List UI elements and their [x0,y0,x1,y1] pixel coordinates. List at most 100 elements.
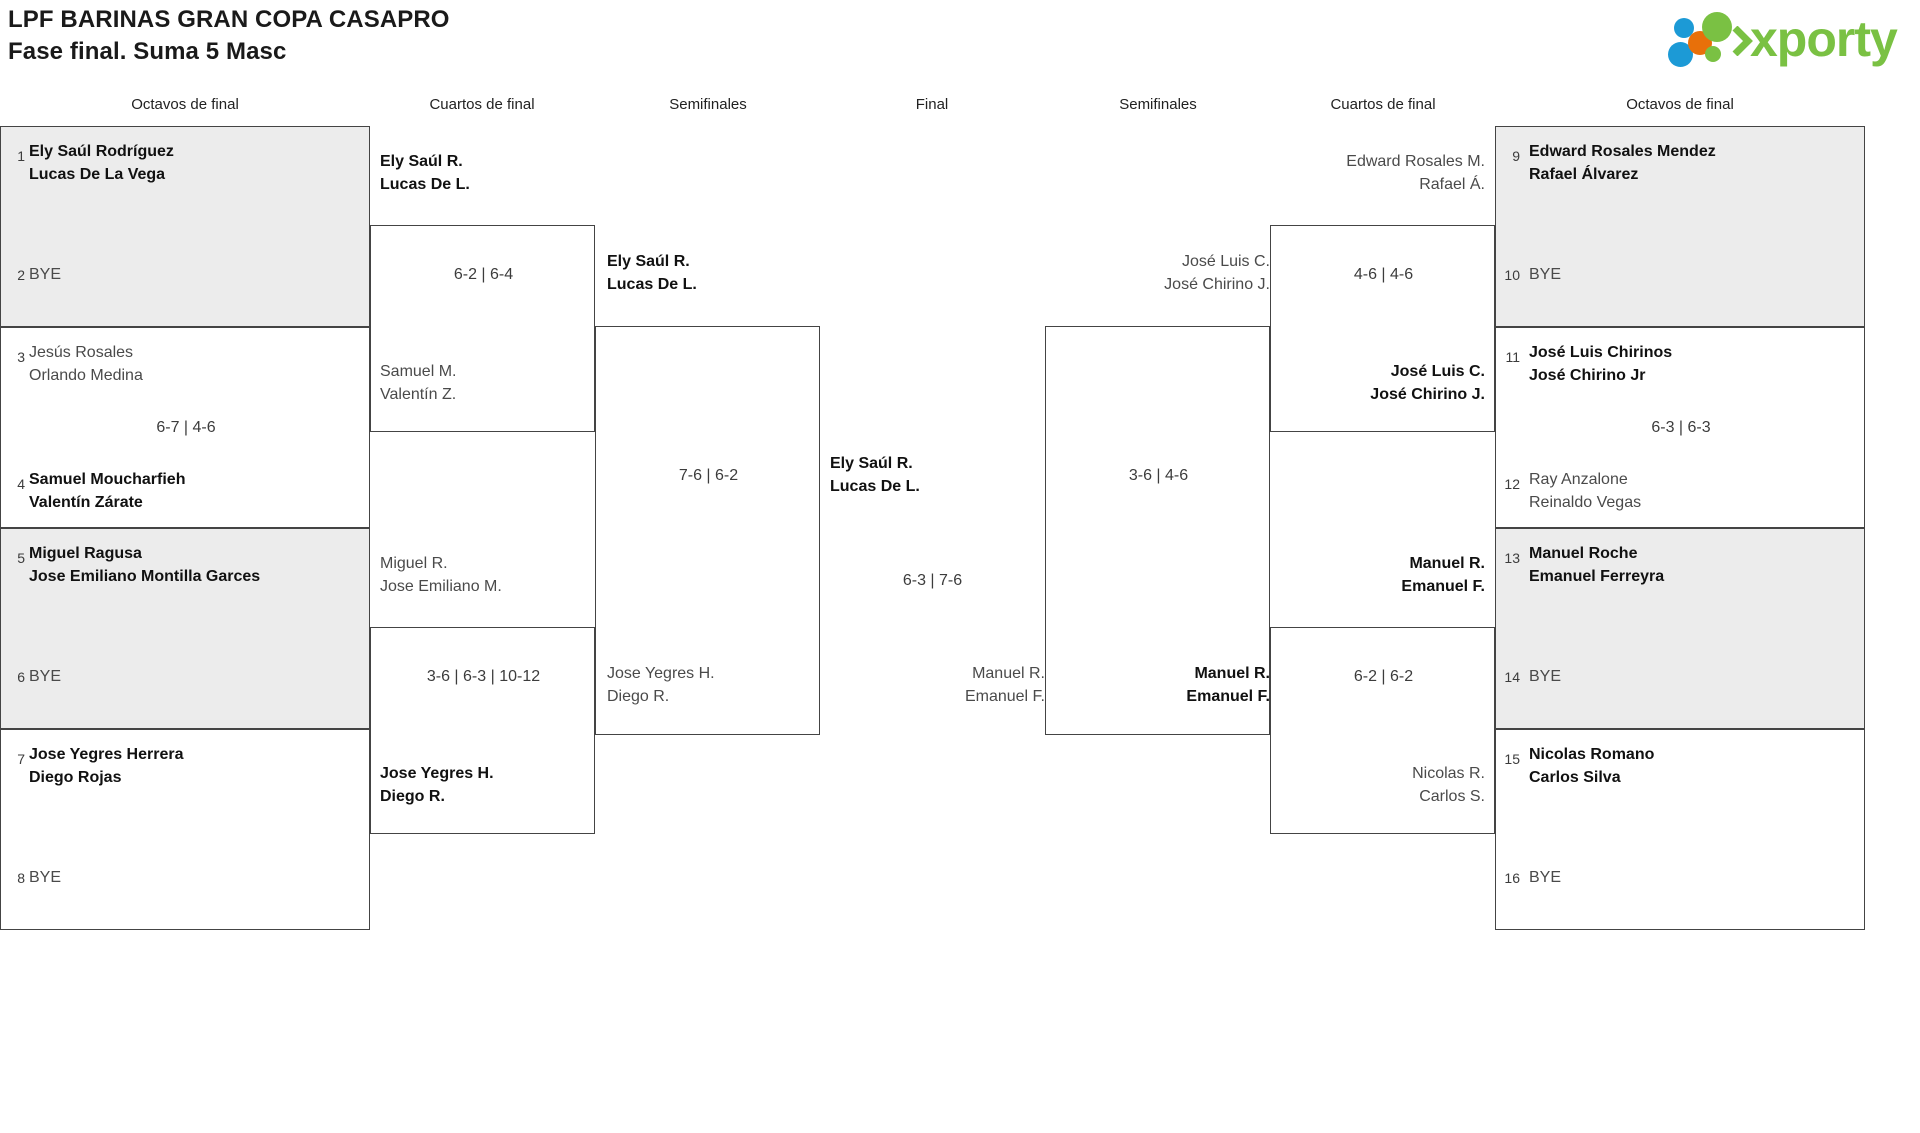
advancing-team-player-2: Rafael Á. [1419,176,1485,193]
advancing-team-player-2: Emanuel F. [1186,688,1270,705]
seed-number: 12 [1504,476,1520,492]
column-header-cuartos-left: Cuartos de final [429,96,535,113]
match-score: 3-6 | 6-3 | 10-12 [426,668,541,685]
advancing-team-player-2: Diego R. [607,688,670,705]
seed-number: 16 [1504,870,1520,886]
seed-number: 3 [17,349,25,365]
advancing-team-player-1: José Luis C. [1181,253,1270,270]
final-score: 6-3 | 7-6 [902,572,963,589]
match-box-right-qf-2[interactable]: 6-2 | 6-2 [1270,627,1495,834]
match-box-right-r1-4[interactable]: 15 Nicolas Romano Carlos Silva 16 BYE [1495,729,1865,930]
match-box-right-r1-3[interactable]: 13 Manuel Roche Emanuel Ferreyra 14 BYE [1495,528,1865,729]
column-header-octavos-left: Octavos de final [131,96,239,113]
match-score: 6-2 | 6-2 [1353,668,1414,685]
logo-chevron-icon [1732,25,1754,61]
seed-number: 15 [1504,751,1520,767]
match-box-right-qf-1[interactable]: 4-6 | 4-6 [1270,225,1495,432]
match-box-left-qf-2[interactable]: 3-6 | 6-3 | 10-12 [370,627,595,834]
team-player-1: José Luis Chirinos [1529,344,1673,361]
tournament-subtitle: Fase final. Suma 5 Masc [8,38,287,65]
seed-number: 7 [17,751,25,767]
column-header-final: Final [915,96,949,113]
team-player-2: José Chirino Jr [1529,367,1646,384]
advancing-team-player-2: Lucas De L. [380,176,470,193]
bye-label: BYE [1529,869,1562,886]
advancing-team-player-2: Jose Emiliano M. [380,578,502,595]
advancing-team-player-2: Valentín Z. [380,386,457,403]
seed-number: 2 [17,267,25,283]
match-score: 6-7 | 4-6 [156,419,216,436]
logo-wordmark: xporty [1750,11,1898,67]
final-runnerup-player-2: Emanuel F. [964,688,1045,705]
match-box-right-sf[interactable]: 3-6 | 4-6 [1045,326,1270,735]
bye-label: BYE [29,668,62,685]
match-box-left-r1-3[interactable]: 5 Miguel Ragusa Jose Emiliano Montilla G… [0,528,370,729]
advancing-team-player-1: José Luis C. [1390,363,1485,380]
advancing-team-player-1: Nicolas R. [1412,765,1485,782]
advancing-team-player-1: Miguel R. [380,555,448,572]
team-player-2: Diego Rojas [29,769,122,786]
match-box-left-qf-1[interactable]: 6-2 | 6-4 [370,225,595,432]
team-player-1: Jesús Rosales [29,344,134,361]
bye-label: BYE [29,266,62,283]
logo-dot-blue-top [1674,18,1694,38]
match-box-right-r1-1[interactable]: 9 Edward Rosales Mendez Rafael Álvarez 1… [1495,126,1865,327]
advancing-team-player-1: Manuel R. [1409,555,1485,572]
advancing-team-player-1: Ely Saúl R. [607,253,690,270]
match-score: 3-6 | 4-6 [1128,467,1189,484]
advancing-team-player-1: Manuel R. [1194,665,1270,682]
seed-number: 1 [17,148,25,164]
match-box-right-r1-2[interactable]: 11 José Luis Chirinos José Chirino Jr 6-… [1495,327,1865,528]
match-box-left-r1-2[interactable]: 3 Jesús Rosales Orlando Medina 6-7 | 4-6… [0,327,370,528]
xporty-logo[interactable]: xporty [1668,6,1908,70]
seed-number: 6 [17,669,25,685]
final-runnerup-player-1: Manuel R. [972,665,1045,682]
advancing-team-player-1: Ely Saúl R. [380,153,463,170]
match-score: 4-6 | 4-6 [1353,266,1414,283]
match-score: 6-3 | 6-3 [1651,419,1711,436]
team-player-2: Reinaldo Vegas [1529,494,1642,511]
team-player-1: Miguel Ragusa [29,545,142,562]
team-player-2: Lucas De La Vega [29,166,166,183]
match-box-left-r1-4[interactable]: 7 Jose Yegres Herrera Diego Rojas 8 BYE [0,729,370,930]
advancing-team-player-1: Samuel M. [380,363,457,380]
team-player-2: Carlos Silva [1529,769,1621,786]
match-box-left-sf[interactable]: 7-6 | 6-2 [595,326,820,735]
match-box-left-r1-1[interactable]: 1 Ely Saúl Rodríguez Lucas De La Vega 2 … [0,126,370,327]
team-player-1: Ely Saúl Rodríguez [29,143,174,160]
advancing-team-player-2: Emanuel F. [1401,578,1485,595]
logo-dot-green-small [1705,46,1721,62]
column-header-octavos-right: Octavos de final [1626,96,1734,113]
seed-number: 9 [1512,148,1520,164]
match-score: 7-6 | 6-2 [678,467,739,484]
advancing-team-player-2: José Chirino J. [1164,276,1270,293]
seed-number: 8 [17,870,25,886]
logo-dot-green-large [1702,12,1732,42]
page-header: LPF BARINAS GRAN COPA CASAPRO Fase final… [0,0,1920,92]
team-player-2: Rafael Álvarez [1529,166,1639,183]
bye-label: BYE [1529,266,1562,283]
team-player-2: Valentín Zárate [29,494,143,511]
column-header-semifinales-right: Semifinales [1119,96,1197,113]
team-player-2: Emanuel Ferreyra [1529,568,1665,585]
final-winner-player-2: Lucas De L. [830,478,920,495]
team-player-2: Jose Emiliano Montilla Garces [29,568,261,585]
seed-number: 5 [17,550,25,566]
seed-number: 10 [1504,267,1520,283]
advancing-team-player-2: Diego R. [380,788,445,805]
advancing-team-player-1: Jose Yegres H. [380,765,494,782]
tournament-title: LPF BARINAS GRAN COPA CASAPRO [8,6,450,33]
logo-dots-icon [1668,10,1742,67]
title-block: LPF BARINAS GRAN COPA CASAPRO Fase final… [8,4,450,68]
team-player-1: Manuel Roche [1529,545,1638,562]
team-player-2: Orlando Medina [29,367,143,384]
seed-number: 13 [1504,550,1520,566]
team-player-1: Jose Yegres Herrera [29,746,184,763]
bye-label: BYE [1529,668,1562,685]
team-player-1: Edward Rosales Mendez [1529,143,1716,160]
final-winner-player-1: Ely Saúl R. [830,455,913,472]
advancing-team-player-1: Jose Yegres H. [607,665,715,682]
match-score: 6-2 | 6-4 [453,266,514,283]
column-header-cuartos-right: Cuartos de final [1330,96,1436,113]
advancing-team-player-1: Edward Rosales M. [1346,153,1485,170]
